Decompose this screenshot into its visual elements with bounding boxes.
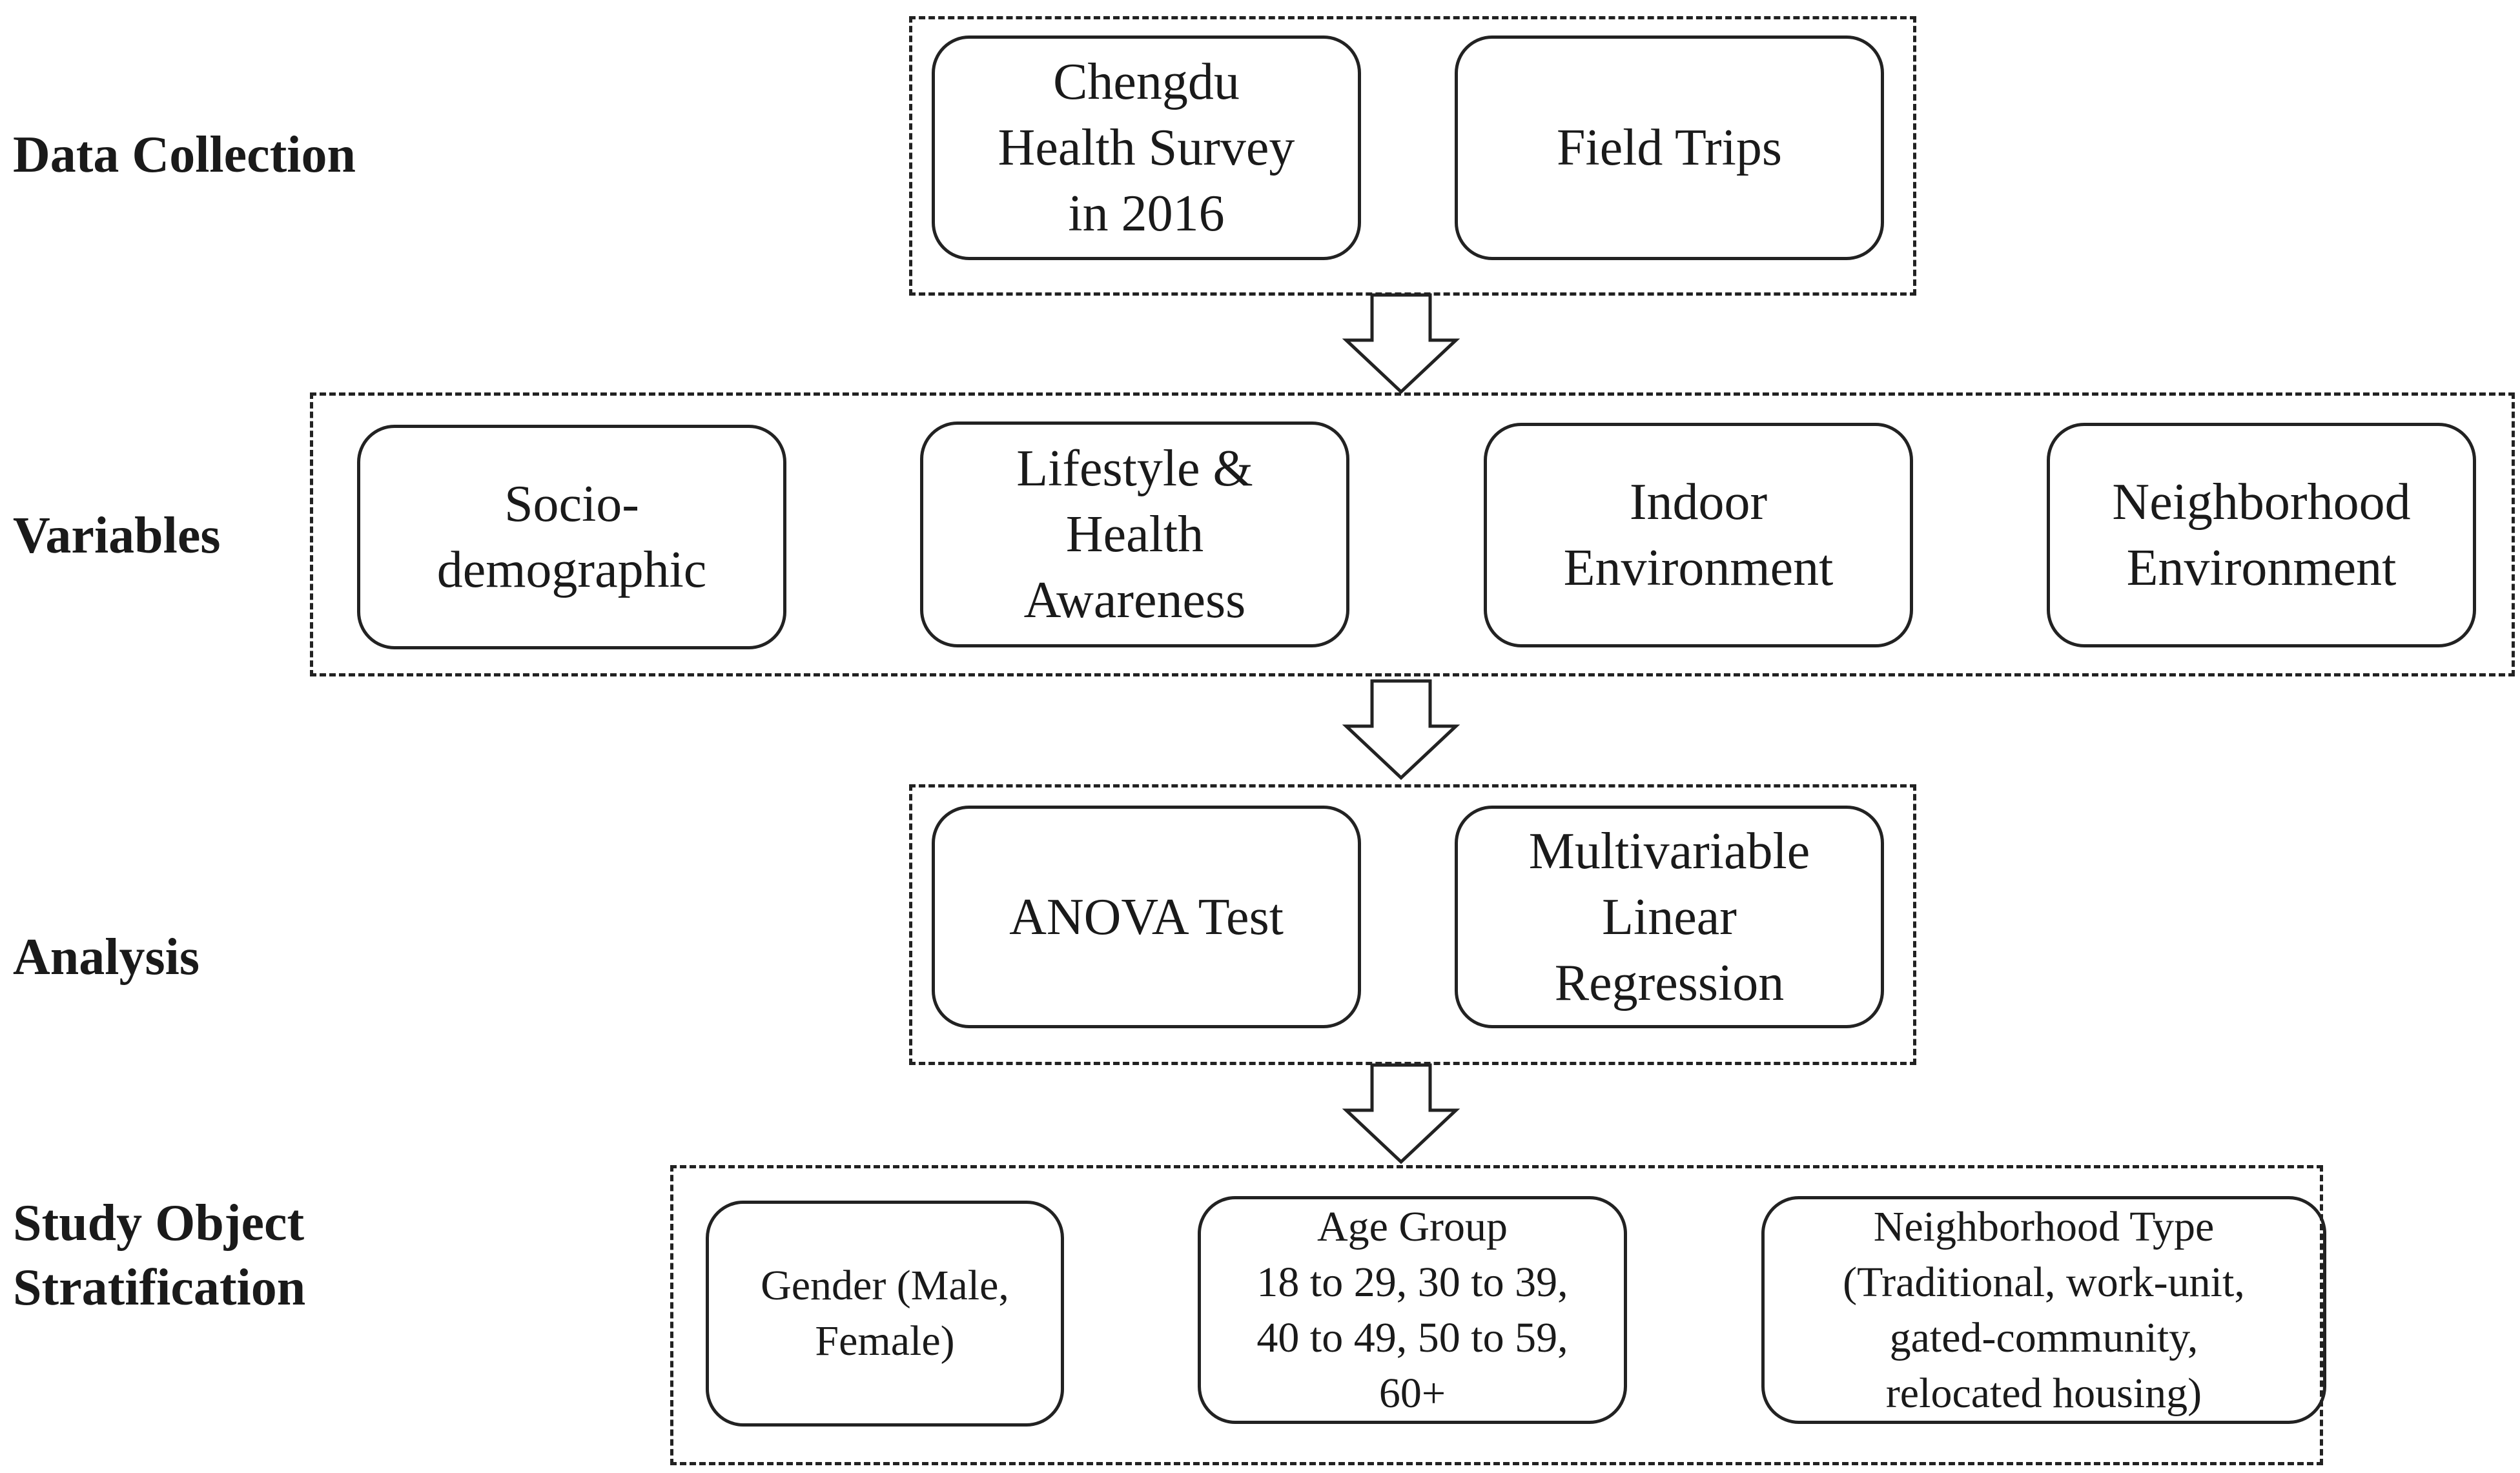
flow-arrow-3 xyxy=(1342,1063,1460,1164)
stratification-group xyxy=(670,1165,2323,1465)
stage-label-analysis: Analysis xyxy=(13,929,200,986)
stage-label-variables: Variables xyxy=(13,507,221,564)
multivariable-linear-regression-box: Multivariable Linear Regression xyxy=(1455,806,1884,1028)
socio-demographic-box: Socio- demographic xyxy=(357,425,786,649)
flow-arrow-1 xyxy=(1342,293,1460,394)
age-group-box: Age Group 18 to 29, 30 to 39, 40 to 49, … xyxy=(1198,1196,1627,1424)
indoor-environment-box: Indoor Environment xyxy=(1484,423,1913,647)
neighborhood-type-box: Neighborhood Type (Traditional, work-uni… xyxy=(1761,1196,2326,1424)
flow-arrow-2 xyxy=(1342,679,1460,780)
gender-box: Gender (Male, Female) xyxy=(706,1201,1064,1427)
chengdu-health-survey-box: Chengdu Health Survey in 2016 xyxy=(932,36,1361,260)
neighborhood-environment-box: Neighborhood Environment xyxy=(2047,423,2476,647)
anova-test-box: ANOVA Test xyxy=(932,806,1361,1028)
stage-label-data-collection: Data Collection xyxy=(13,127,356,183)
stage-label-study-object-stratification: Study Object Stratification xyxy=(13,1195,306,1316)
lifestyle-health-awareness-box: Lifestyle & Health Awareness xyxy=(920,422,1349,647)
variables-group xyxy=(310,392,2515,676)
field-trips-box: Field Trips xyxy=(1455,36,1884,260)
